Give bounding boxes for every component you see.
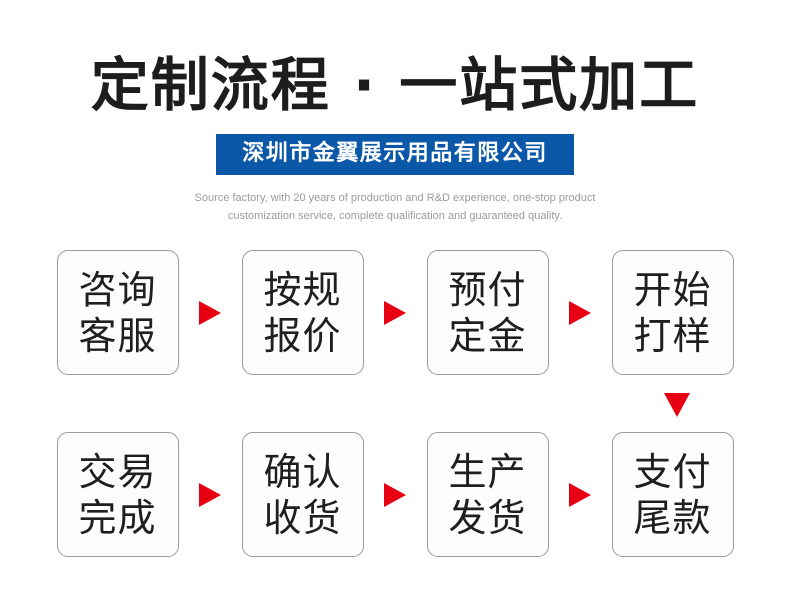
step-label-line2: 发货	[448, 495, 527, 540]
step-row: 咨询 客服 按规 报价 预付 定金 开始 打样	[0, 250, 790, 375]
step-label-line2: 客服	[78, 313, 157, 358]
arrow-down-icon	[664, 393, 690, 417]
step-label-line2: 收货	[263, 495, 342, 540]
step-box-prepay-deposit[interactable]: 预付 定金	[426, 250, 549, 375]
step-label-line1: 交易	[78, 449, 157, 494]
step-box-start-sampling[interactable]: 开始 打样	[611, 250, 734, 375]
step-box-consult-service[interactable]: 咨询 客服	[56, 250, 179, 375]
step-row: 交易 完成 确认 收货 生产 发货 支付 尾款	[0, 432, 790, 557]
arrow-right-icon	[569, 482, 591, 507]
subtitle-text: Source factory, with 20 years of product…	[194, 192, 596, 222]
step-box-pay-balance[interactable]: 支付 尾款	[611, 432, 734, 557]
flow-connector-6	[549, 482, 612, 507]
step-label-line1: 确认	[263, 449, 342, 494]
row-connector	[0, 390, 790, 424]
arrow-right-icon	[569, 300, 591, 325]
step-box-transaction-complete[interactable]: 交易 完成	[56, 432, 179, 557]
company-name-badge: 深圳市金翼展示用品有限公司	[216, 134, 574, 175]
flow-connector-5	[364, 482, 427, 507]
step-label-line1: 生产	[448, 449, 527, 494]
step-label-line1: 支付	[633, 449, 712, 494]
step-box-confirm-receipt[interactable]: 确认 收货	[241, 432, 364, 557]
arrow-right-icon	[199, 300, 221, 325]
arrow-right-icon	[384, 482, 406, 507]
flow-connector-3	[549, 300, 612, 325]
company-badge-container: 深圳市金翼展示用品有限公司	[0, 134, 790, 175]
arrow-right-icon	[199, 482, 221, 507]
flow-connector-2	[364, 300, 427, 325]
header: 定制流程 · 一站式加工 深圳市金翼展示用品有限公司 Source factor…	[0, 0, 790, 225]
flow-connector-4	[179, 482, 242, 507]
step-label-line2: 打样	[633, 313, 712, 358]
process-flow-row-2: 交易 完成 确认 收货 生产 发货 支付 尾款	[0, 432, 790, 557]
step-label-line1: 按规	[263, 267, 342, 312]
step-label-line2: 完成	[78, 495, 157, 540]
process-flow-row-1: 咨询 客服 按规 报价 预付 定金 开始 打样	[0, 250, 790, 375]
step-box-produce-ship[interactable]: 生产 发货	[426, 432, 549, 557]
flow-connector-1	[179, 300, 242, 325]
step-label-line1: 预付	[448, 267, 527, 312]
page-title: 定制流程 · 一站式加工	[90, 51, 700, 119]
step-label-line1: 咨询	[78, 267, 157, 312]
arrow-right-icon	[384, 300, 406, 325]
step-label-line1: 开始	[633, 267, 712, 312]
step-box-quote-by-spec[interactable]: 按规 报价	[241, 250, 364, 375]
step-label-line2: 尾款	[633, 495, 712, 540]
step-label-line2: 定金	[448, 313, 527, 358]
step-label-line2: 报价	[263, 313, 342, 358]
